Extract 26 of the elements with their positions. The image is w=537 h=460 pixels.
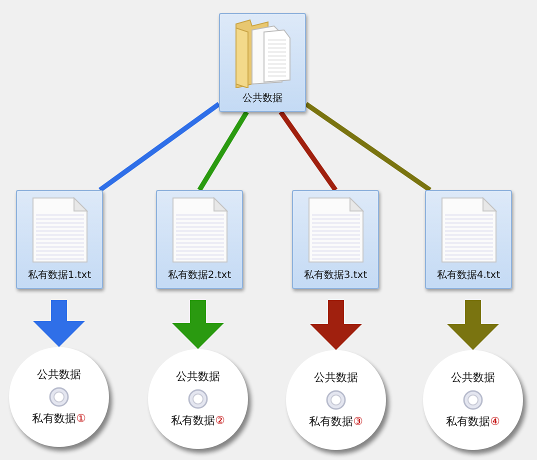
connector-line [98, 102, 220, 192]
down-arrow [310, 300, 362, 350]
down-arrow [33, 300, 85, 347]
file-tile [156, 190, 243, 289]
folder-name: 公共数据 [242, 92, 284, 105]
file-name: 私有数据2.txt [166, 269, 232, 282]
folder-tile [219, 13, 306, 112]
disc-label: 公共数据 [450, 370, 496, 385]
disc-label: 公共数据 [36, 367, 82, 382]
disc-label: 公共数据 [175, 369, 221, 384]
connector-line [304, 102, 432, 192]
disc-label: 私有数据① [31, 411, 87, 426]
file-tile [16, 190, 103, 289]
connector-line [278, 110, 338, 192]
file-name: 私有数据4.txt [436, 269, 502, 282]
file-tile [292, 190, 379, 289]
file-name: 私有数据1.txt [26, 269, 92, 282]
down-arrow [172, 300, 224, 349]
disc-label: 私有数据② [170, 413, 226, 428]
file-tile [425, 190, 512, 289]
disc-label: 公共数据 [313, 370, 359, 385]
connector-line [197, 110, 249, 192]
disc-label: 私有数据④ [445, 414, 501, 429]
file-name: 私有数据3.txt [302, 269, 368, 282]
disc-label: 私有数据③ [308, 414, 364, 429]
down-arrow [447, 300, 499, 350]
